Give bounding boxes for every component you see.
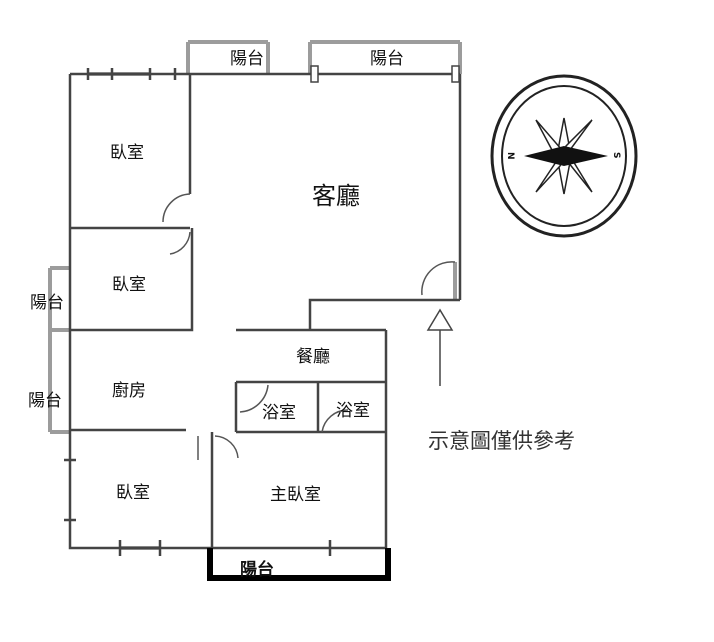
balcony-top-left-label: 陽台 bbox=[230, 49, 264, 69]
compass bbox=[490, 74, 638, 238]
compass-needle bbox=[524, 146, 608, 166]
room-bath-right-label: 浴室 bbox=[336, 401, 370, 421]
balcony-bottom-label: 陽台 bbox=[240, 559, 274, 580]
room-kitchen-label: 廚房 bbox=[112, 380, 146, 401]
compass-north-label: N bbox=[505, 152, 515, 160]
disclaimer-note: 示意圖僅供參考 bbox=[428, 429, 575, 453]
windows bbox=[48, 40, 462, 550]
compass-south-label: S bbox=[611, 152, 621, 158]
balcony-left-lower-label: 陽台 bbox=[28, 391, 62, 411]
room-dining-label: 餐廳 bbox=[296, 347, 330, 367]
room-bedroom-bottom-label: 臥室 bbox=[116, 483, 150, 503]
room-bedroom-middle-label: 臥室 bbox=[112, 275, 146, 295]
room-bath-left-label: 浴室 bbox=[262, 403, 296, 423]
door-swings bbox=[162, 193, 456, 460]
compass-star bbox=[535, 117, 593, 195]
balcony-top-right-label: 陽台 bbox=[370, 49, 404, 69]
entrance-arrow bbox=[426, 308, 454, 386]
balcony-bottom-outline bbox=[207, 548, 391, 581]
room-living-label: 客廳 bbox=[312, 182, 360, 210]
balcony-left-upper-label: 陽台 bbox=[30, 293, 64, 313]
walls bbox=[64, 68, 462, 556]
window-posts bbox=[310, 65, 460, 83]
room-bedroom-top-label: 臥室 bbox=[110, 143, 144, 163]
room-master-bedroom-label: 主臥室 bbox=[270, 485, 321, 505]
